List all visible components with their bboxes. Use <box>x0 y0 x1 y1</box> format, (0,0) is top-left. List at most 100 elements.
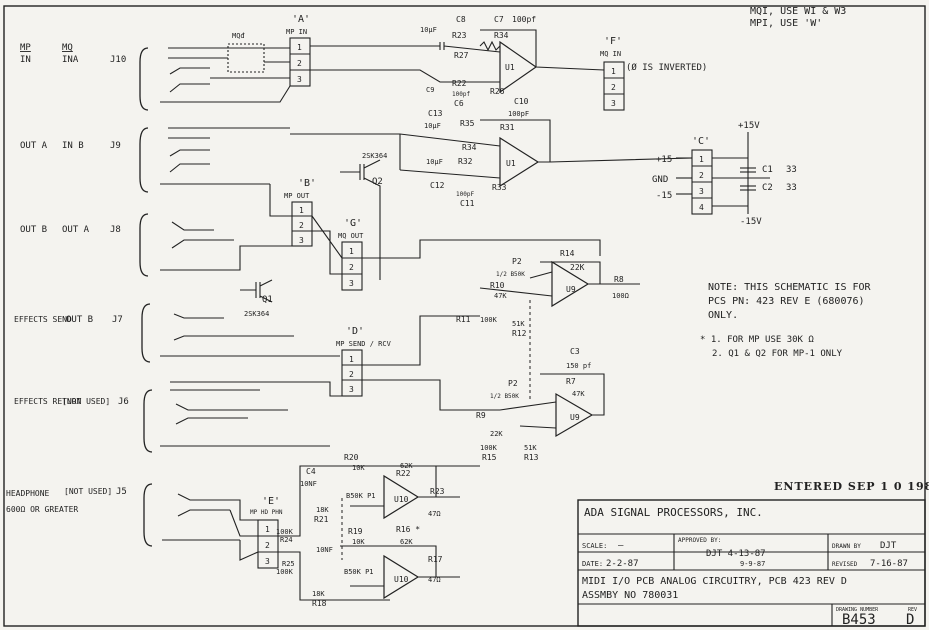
u10-headphone-stage: U10 U10 R20 10K R22 62K C4 10NF B50K P1 … <box>276 453 460 608</box>
jack-mp-label: OUT B <box>20 225 47 235</box>
phase-note: (Ø IS INVERTED) <box>626 62 707 73</box>
comp-value: 1/2 B50K <box>496 271 525 278</box>
comp-value: 100pF <box>456 191 474 198</box>
u9-lower-stage: U9 C3 150 pf R7 47K P2 1/2 B50K R9 22K 1… <box>476 347 605 462</box>
connector-label: MQ OUT <box>338 232 364 240</box>
note-line: PCS PN: 423 REV E (680076) <box>708 296 865 307</box>
jack-J6-symbol <box>143 381 330 453</box>
comp-value: 47K <box>572 390 585 398</box>
pin-label: 3 <box>265 557 270 566</box>
pin-label: 3 <box>349 279 354 288</box>
jack-J6-labels: EFFECTS RETURN [NOT USED] J6 <box>14 397 129 407</box>
power-bottom-rail-label: -15V <box>740 217 762 227</box>
revised-value: 7-16-87 <box>870 559 908 569</box>
comp-label: P2 <box>508 379 518 388</box>
comp-value: 100pF <box>508 110 529 118</box>
interconnect-wires <box>210 85 601 601</box>
comp-label: B50K P1 <box>346 492 376 500</box>
comp-label: R7 <box>566 377 576 386</box>
connector-G: 'G' MQ OUT 1 2 3 <box>338 218 364 291</box>
jack-J5-symbol <box>143 483 240 547</box>
pin-label: 2 <box>349 263 354 272</box>
comp-label: R26 <box>490 87 505 96</box>
comp-label: C12 <box>430 181 445 190</box>
connector-E: 'E' MP HD PHN 1 2 3 <box>250 496 283 569</box>
pin-label: 1 <box>349 247 354 256</box>
jack-J9-labels: OUT A IN B J9 <box>20 141 121 151</box>
comp-value: 47Ω <box>428 510 441 518</box>
comp-value: 100pf <box>512 15 536 24</box>
comp-value: 10µF <box>424 122 441 130</box>
drawn-label: DRAWN BY <box>832 543 861 550</box>
comp-value: 2SK364 <box>244 310 269 318</box>
power-top-rail-label: +15V <box>738 121 760 131</box>
mq-switch-label: MQđ <box>232 32 245 40</box>
drawing-title: MIDI I/O PCB ANALOG CIRCUITRY, PCB 423 R… <box>582 576 847 587</box>
jack-mp-label: EFFECTS SEND <box>14 315 72 324</box>
comp-label: R16 * <box>396 525 420 534</box>
comp-label: C10 <box>514 97 529 106</box>
u1-input-stage: U1 C8 10µF R23 C7 100pf R34 R27 R22 C9 R… <box>310 15 605 108</box>
jack-mp-label: EFFECTS RETURN <box>14 397 82 406</box>
pin-label: 1 <box>611 67 616 76</box>
pin-label: 1 <box>297 43 302 52</box>
cap-c1-label: C1 <box>762 165 773 175</box>
scale-value: — <box>618 541 624 551</box>
title-block: ADA SIGNAL PROCESSORS, INC. SCALE: — DAT… <box>577 499 926 628</box>
header-note-1: MQI, USE WI & W3 <box>750 6 846 17</box>
connector-B: 'B' MP OUT 1 2 3 <box>284 178 316 247</box>
mq-switch: MQđ <box>210 32 290 79</box>
pin-label: 2 <box>349 370 354 379</box>
jack-J7-symbol <box>141 303 340 363</box>
comp-value: 47Ω <box>428 576 441 584</box>
date-label: DATE: <box>582 560 603 568</box>
comp-value: 10µF <box>420 26 437 34</box>
comp-value: 100K <box>480 316 498 324</box>
jack-J8-symbol <box>139 213 234 277</box>
general-note: NOTE: THIS SCHEMATIC IS FOR PCS PN: 423 … <box>700 282 872 359</box>
pin-label: 3 <box>611 99 616 108</box>
entered-stamp: ENTERED SEP 1 0 1987 <box>774 480 929 493</box>
comp-label: R13 <box>524 453 539 462</box>
jack-id: J5 <box>116 487 127 497</box>
jack-id: J7 <box>112 315 123 325</box>
jack-mq-label: OUT B <box>66 315 93 325</box>
pin-label: 3 <box>299 236 304 245</box>
pin-label: 3 <box>699 187 704 196</box>
comp-value: 10K <box>352 538 365 546</box>
connector-label: MP OUT <box>284 192 310 200</box>
power-gnd-label: GND <box>652 175 668 185</box>
comp-label: C6 <box>454 99 464 108</box>
comp-label: C4 <box>306 467 316 476</box>
opamp-label: U1 <box>506 159 516 168</box>
comp-label: R23 <box>430 487 445 496</box>
comp-value: 1/2 B50K <box>490 393 519 400</box>
connector-A: 'A' MP IN 1 2 3 <box>286 14 311 87</box>
comp-label: R14 <box>560 249 575 258</box>
connector-F: 'F' MQ IN 1 2 3 <box>600 36 625 111</box>
connector-label: MP HD PHN <box>250 509 283 516</box>
connector-label: MP SEND / RCV <box>336 340 392 348</box>
comp-value: 10K <box>352 464 365 472</box>
connector-label: MP IN <box>286 28 307 36</box>
jack-id: J8 <box>110 225 121 235</box>
comp-value: 18K <box>316 506 329 514</box>
power-minus15-label: -15 <box>656 191 672 201</box>
power-section: +15 GND -15 +15V -15V C1 33 C2 33 <box>652 121 797 227</box>
jack-J9-symbol <box>139 127 270 193</box>
pin-label: 2 <box>265 541 270 550</box>
cap-c1-value: 33 <box>786 165 797 175</box>
approved-value: DJT 4-13-87 <box>706 549 766 559</box>
pin-label: 1 <box>699 155 704 164</box>
jack-mp-label: OUT A <box>20 141 48 151</box>
u1-output-stage: U1 C13 10µF R35 C10 100pF R31 R34 R32 10… <box>290 97 693 208</box>
jack-note: 600Ω OR GREATER <box>6 505 78 514</box>
jack-mq-label: [NOT USED] <box>64 487 112 496</box>
u9-upper-stage: U9 P2 1/2 B50K R14 22K R10 47K R8 100Ω R… <box>456 249 640 338</box>
jack-mq-label: IN B <box>62 141 84 151</box>
connector-C: 'C' 1 2 3 4 <box>691 136 713 215</box>
comp-value: 47K <box>494 292 507 300</box>
comp-label: R35 <box>460 119 475 128</box>
comp-label: C11 <box>460 199 475 208</box>
comp-value: 51K <box>524 444 537 452</box>
